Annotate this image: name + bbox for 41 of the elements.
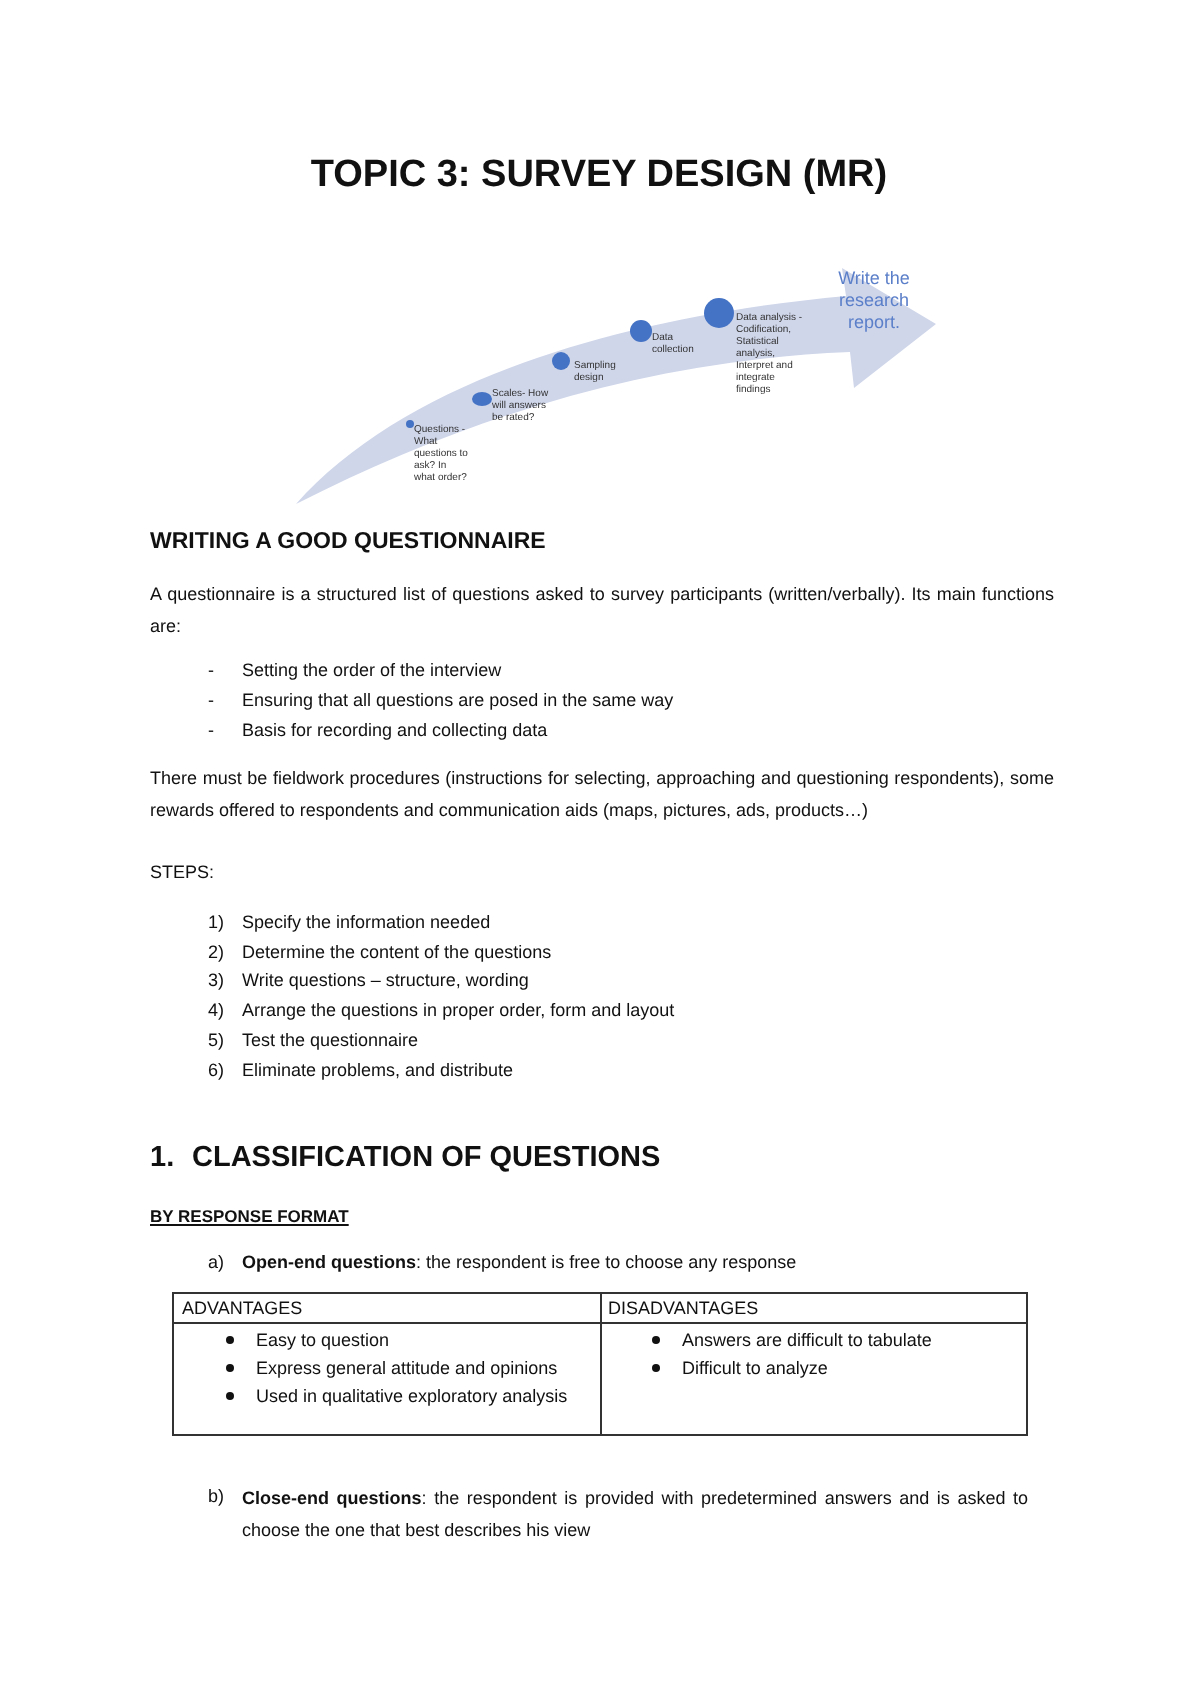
step-number: 2) (208, 939, 225, 966)
list-marker: b) (208, 1484, 225, 1510)
list-item: Setting the order of the interview (242, 658, 502, 684)
table-header: ADVANTAGES (182, 1296, 303, 1322)
step-number: 1) (208, 910, 225, 936)
table-cell-item: Easy to question (256, 1328, 390, 1354)
list-marker: - (208, 688, 214, 714)
step-item: Determine the content of the questions (242, 939, 552, 966)
list-heading: STEPS: (150, 860, 215, 886)
list-item: Close-end questions: the respondent is provided with predetermined answers and is asked to choose the one that best describes his view (242, 1486, 1028, 1544)
step-number: 3) (208, 968, 225, 995)
step-item: Specify the information needed (242, 910, 491, 936)
step-number: 4) (208, 998, 225, 1025)
step-dot (630, 320, 652, 342)
step-item: Arrange the questions in proper order, form and layout (242, 998, 675, 1025)
list-item: Ensuring that all questions are posed in the same way (242, 688, 674, 714)
step-dot (704, 298, 734, 328)
table-cell-item: Answers are difficult to tabulate (682, 1328, 932, 1354)
section-heading: WRITING A GOOD QUESTIONNAIRE (150, 528, 546, 556)
section-heading: CLASSIFICATION OF QUESTIONS (192, 1140, 661, 1176)
list-marker: a) (208, 1250, 225, 1276)
step-item: Eliminate problems, and distribute (242, 1057, 514, 1083)
step-dot (406, 420, 414, 428)
page-title: TOPIC 3: SURVEY DESIGN (MR) (308, 152, 890, 200)
subheading: BY RESPONSE FORMAT (150, 1204, 349, 1230)
step-number: 6) (208, 1057, 225, 1083)
step-item: Test the questionnaire (242, 1027, 419, 1054)
step-item: Write questions – structure, wording (242, 968, 529, 995)
paragraph: A questionnaire is a structured list of questions asked to survey participants (written/verbally). Its main functions are: (150, 582, 1054, 640)
list-marker: - (208, 718, 214, 744)
step-number: 5) (208, 1027, 225, 1054)
list-marker: - (208, 658, 214, 684)
table-cell-item: Express general attitude and opinions (256, 1356, 558, 1382)
arrow-label: Write the research report. (836, 268, 912, 334)
table-cell-item: Used in qualitative exploratory analysis (256, 1384, 570, 1410)
list-item: Basis for recording and collecting data (242, 718, 548, 744)
table-header: DISADVANTAGES (608, 1296, 759, 1322)
list-item: Open-end questions: the respondent is free to choose any response (242, 1250, 797, 1276)
table-cell-item: Difficult to analyze (682, 1356, 828, 1382)
section-number: 1. (150, 1140, 175, 1176)
paragraph: There must be fieldwork procedures (instructions for selecting, approaching and questioning respondents), some rewards offered to respondents and communication aids (maps, pictures, ads, products…) (150, 766, 1054, 824)
